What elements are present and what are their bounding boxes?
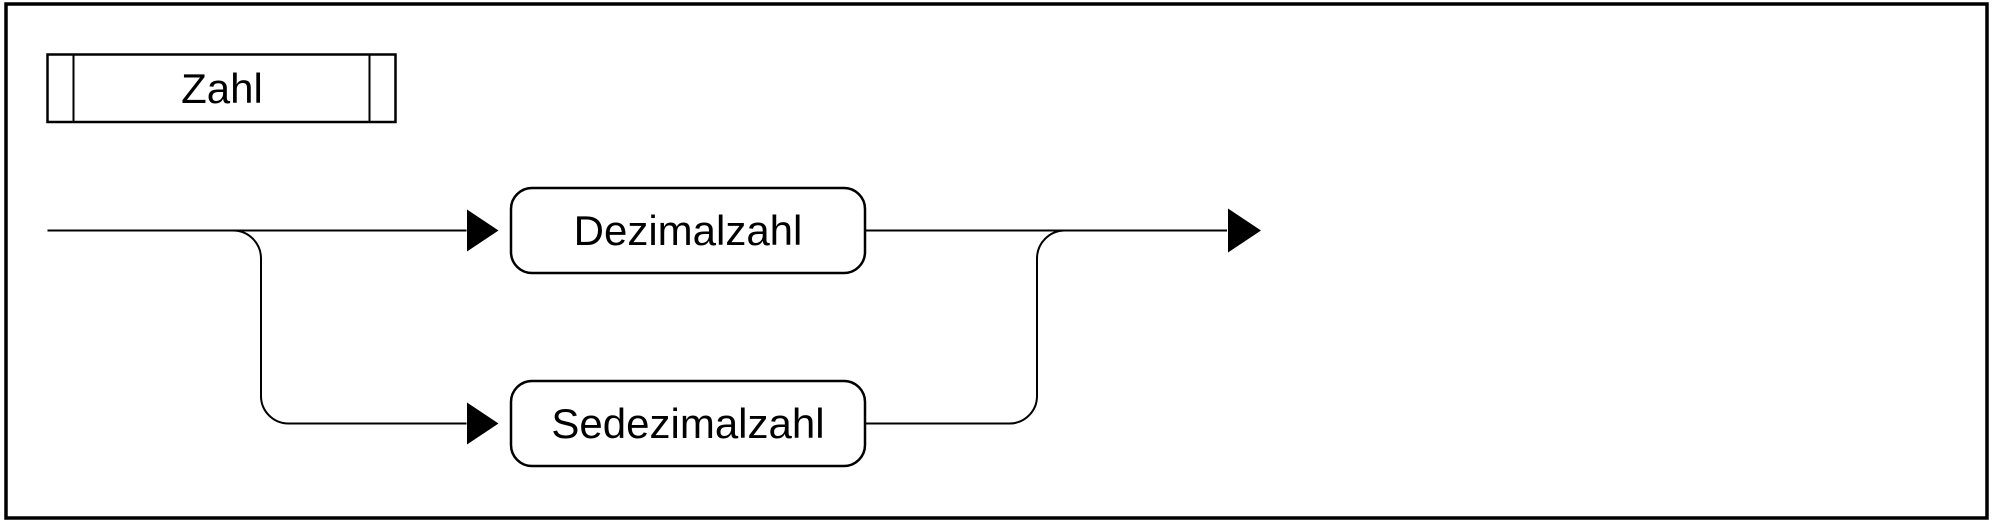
node-box-sedezimalzahl — [509, 379, 867, 468]
branch-down-line — [232, 229, 467, 425]
merge-up-line — [864, 229, 1066, 425]
arrowhead-icon-top-branch — [467, 209, 499, 252]
node-sedezimalzahl[interactable]: Sedezimalzahl — [509, 379, 867, 468]
rule-name-label: Zahl — [181, 65, 263, 112]
node-label-dezimalzahl: Dezimalzahl — [574, 207, 803, 254]
node-box-dezimalzahl — [509, 186, 867, 275]
arrowhead-icon-bottom-branch — [467, 402, 499, 445]
rule-header: Zahl — [46, 53, 397, 124]
arrowhead-icon-exit — [1228, 208, 1261, 253]
diagram-border — [4, 2, 1989, 520]
node-label-sedezimalzahl: Sedezimalzahl — [551, 400, 824, 447]
rule-header-box — [46, 53, 397, 124]
node-dezimalzahl[interactable]: Dezimalzahl — [509, 186, 867, 275]
